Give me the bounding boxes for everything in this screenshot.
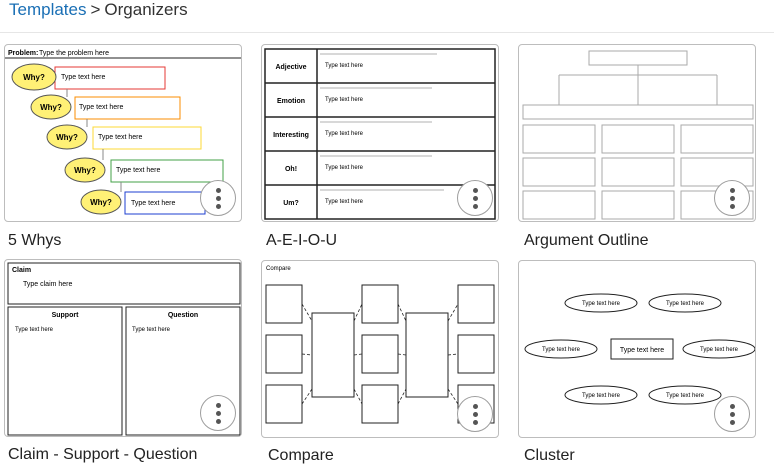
more-vertical-icon — [472, 187, 478, 209]
cluster-field: Type text here — [582, 301, 621, 307]
cluster-field: Type text here — [700, 347, 739, 353]
template-card-compare[interactable]: Compare — [261, 260, 499, 438]
why-field-5: Type text here — [131, 200, 175, 207]
more-vertical-icon — [215, 187, 221, 209]
aeiou-row-label: Um? — [283, 200, 299, 207]
support-field: Type text here — [15, 327, 54, 333]
template-name[interactable]: Claim - Support - Question — [8, 446, 198, 463]
template-preview-argument-outline — [522, 50, 754, 220]
aeiou-field: Type text here — [325, 131, 364, 137]
why-bubble-5: Why? — [90, 198, 112, 207]
more-vertical-icon — [729, 403, 735, 425]
why-field-3: Type text here — [98, 134, 142, 141]
template-preview-compare: Compare — [265, 266, 495, 424]
template-card-cluster[interactable]: Type text here Type text here Type text … — [518, 260, 756, 438]
template-more-button[interactable] — [200, 180, 236, 216]
template-preview-cluster: Type text here Type text here Type text … — [524, 293, 755, 405]
template-name[interactable]: A-E-I-O-U — [266, 232, 338, 249]
template-card-argument-outline[interactable] — [518, 44, 756, 222]
template-more-button[interactable] — [457, 396, 493, 432]
more-vertical-icon — [215, 402, 221, 424]
why-field-1: Type text here — [61, 74, 105, 81]
header-divider — [0, 32, 774, 33]
claim-label: Claim — [12, 267, 31, 274]
why-bubble-4: Why? — [74, 166, 96, 175]
template-more-button[interactable] — [714, 396, 750, 432]
cluster-field: Type text here — [582, 393, 621, 399]
template-name[interactable]: Argument Outline — [524, 232, 649, 249]
aeiou-row-label: Interesting — [273, 132, 309, 139]
template-name[interactable]: Compare — [268, 447, 334, 464]
aeiou-field: Type text here — [325, 165, 364, 171]
breadcrumb: Templates>Organizers — [9, 0, 188, 20]
cluster-center-field: Type text here — [620, 347, 664, 354]
template-name[interactable]: Cluster — [524, 447, 575, 464]
template-more-button[interactable] — [457, 180, 493, 216]
cluster-field: Type text here — [542, 347, 581, 353]
claim-field: Type claim here — [23, 281, 73, 288]
why-bubble-1: Why? — [23, 73, 45, 82]
template-more-button[interactable] — [200, 395, 236, 431]
cluster-field: Type text here — [666, 301, 705, 307]
problem-label: Problem: — [8, 50, 38, 57]
template-preview-claim-support-question: Claim Type claim here Support Question T… — [7, 262, 241, 436]
why-field-4: Type text here — [116, 167, 160, 174]
template-card-aeiou[interactable]: Adjective Emotion Interesting Oh! Um? Ty… — [261, 44, 499, 222]
breadcrumb-templates-link[interactable]: Templates — [9, 0, 87, 19]
more-vertical-icon — [729, 187, 735, 209]
compare-title: Compare — [266, 266, 291, 272]
template-preview-aeiou: Adjective Emotion Interesting Oh! Um? Ty… — [264, 48, 496, 220]
aeiou-row-label: Emotion — [277, 98, 305, 105]
aeiou-field: Type text here — [325, 63, 364, 69]
aeiou-field: Type text here — [325, 97, 364, 103]
template-card-5-whys[interactable]: Problem: Type the problem here Why? Type… — [4, 44, 242, 222]
more-vertical-icon — [472, 403, 478, 425]
why-bubble-2: Why? — [40, 103, 62, 112]
aeiou-field: Type text here — [325, 199, 364, 205]
aeiou-row-label: Adjective — [275, 64, 306, 71]
template-name[interactable]: 5 Whys — [8, 232, 62, 249]
question-field: Type text here — [132, 327, 171, 333]
template-card-claim-support-question[interactable]: Claim Type claim here Support Question T… — [4, 259, 242, 437]
breadcrumb-current: Organizers — [104, 0, 188, 19]
question-label: Question — [168, 312, 198, 319]
breadcrumb-separator: > — [90, 0, 101, 19]
why-bubble-3: Why? — [56, 133, 78, 142]
problem-text: Type the problem here — [39, 50, 109, 57]
template-preview-5-whys: Problem: Type the problem here Why? Type… — [5, 50, 241, 215]
template-more-button[interactable] — [714, 180, 750, 216]
aeiou-row-label: Oh! — [285, 166, 297, 173]
cluster-field: Type text here — [666, 393, 705, 399]
support-label: Support — [52, 312, 79, 319]
why-field-2: Type text here — [79, 104, 123, 111]
